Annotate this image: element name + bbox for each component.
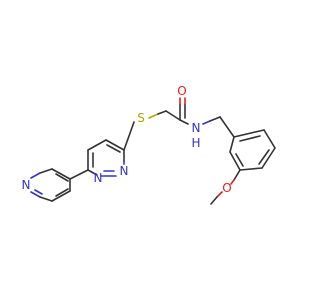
bond xyxy=(69,169,89,180)
bond xyxy=(157,110,167,115)
bond xyxy=(258,149,270,165)
pyridine-ring xyxy=(30,168,71,202)
bond xyxy=(51,168,71,180)
bond xyxy=(235,153,244,167)
bond xyxy=(263,129,276,149)
pyridine-nitrogen-label: N xyxy=(22,178,31,192)
bond xyxy=(39,168,53,174)
bond xyxy=(105,139,125,151)
bond xyxy=(239,135,261,142)
bond xyxy=(233,129,265,138)
bond xyxy=(229,136,235,153)
atom-labels: N N N S O N H O xyxy=(22,84,232,195)
sulfur-label: S xyxy=(137,111,145,125)
bond xyxy=(219,116,235,138)
methoxy-oxygen-label: O xyxy=(222,181,231,195)
benzene-ring xyxy=(229,129,276,171)
bond xyxy=(179,119,189,125)
amide-hydrogen-label: H xyxy=(191,136,200,150)
bond xyxy=(39,196,53,202)
bond xyxy=(202,120,211,125)
bond xyxy=(55,173,69,182)
amide-nitrogen-label: N xyxy=(192,121,201,135)
bond xyxy=(233,169,241,181)
pyridazine-nitrogen-label: N xyxy=(94,171,103,185)
bond xyxy=(30,191,41,198)
molecule-structure: N N N S O N H O xyxy=(22,84,276,205)
bond xyxy=(261,147,276,169)
bond xyxy=(229,151,241,171)
bond xyxy=(209,116,221,122)
bond xyxy=(30,172,41,179)
bond xyxy=(210,196,218,205)
bond xyxy=(165,110,181,121)
bond xyxy=(148,113,159,119)
bond xyxy=(87,139,107,151)
bond xyxy=(216,191,223,198)
bond xyxy=(239,167,263,171)
bond xyxy=(87,169,98,176)
carbonyl-oxygen-label: O xyxy=(177,84,186,98)
pyridazine-ring xyxy=(87,139,125,177)
bond xyxy=(106,144,121,153)
bond xyxy=(51,190,71,202)
bond xyxy=(34,189,43,195)
bond xyxy=(123,121,135,151)
bond xyxy=(55,188,69,197)
pyridazine-nitrogen-label: N xyxy=(120,164,129,178)
bond xyxy=(230,179,235,185)
